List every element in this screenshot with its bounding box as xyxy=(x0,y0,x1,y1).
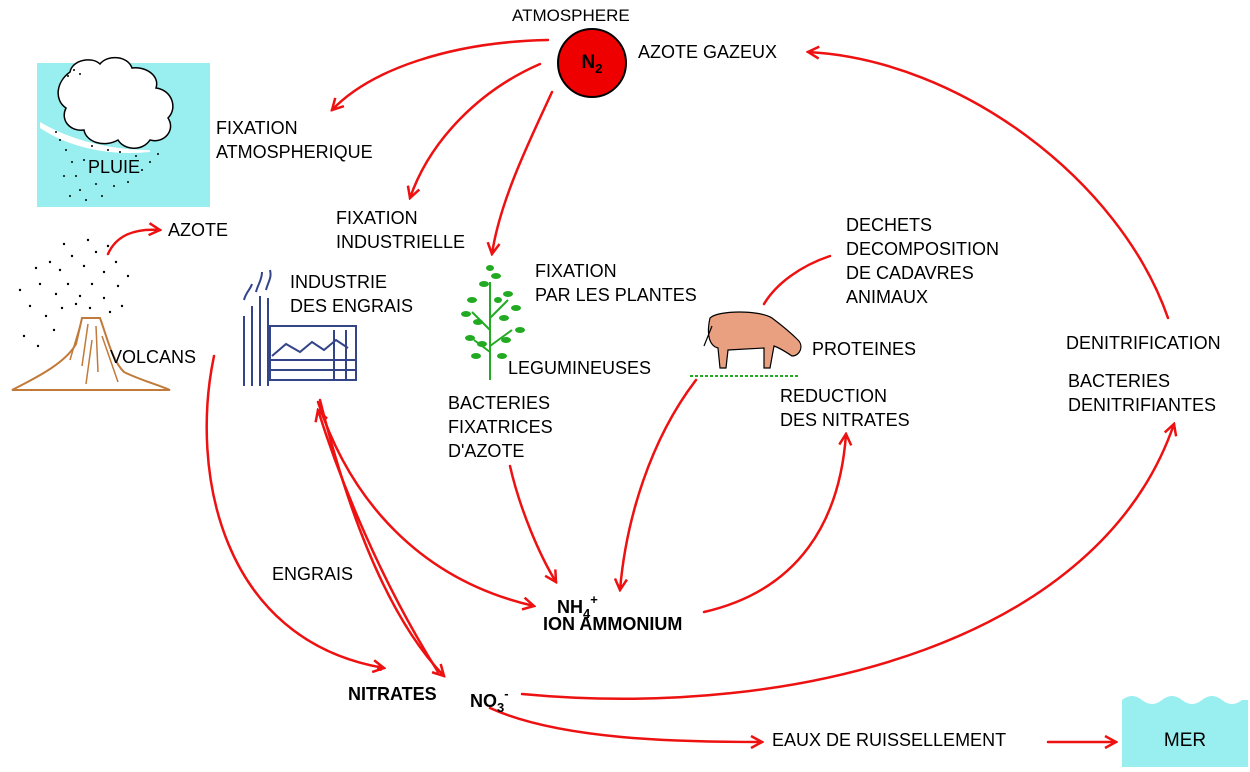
label-engrais: ENGRAIS xyxy=(272,564,354,584)
cow-illustration xyxy=(690,311,802,377)
label-eaux-ruissellement: EAUX DE RUISSELLEMENT xyxy=(772,730,1007,750)
label-atmosphere: ATMOSPHERE xyxy=(512,6,630,25)
label-ion-ammonium: ION AMMONIUM xyxy=(543,614,683,634)
label-line: D'AZOTE xyxy=(448,441,525,461)
label-no3: NO3- xyxy=(470,682,509,720)
n2-base: N xyxy=(581,52,596,73)
label-bacteries-denitrifiantes: BACTERIES DENITRIFIANTES xyxy=(1068,369,1216,417)
label-fixation-industrielle: FIXATION INDUSTRIELLE xyxy=(336,206,465,254)
no3-base: NO xyxy=(470,691,497,711)
label-line: ATMOSPHERIQUE xyxy=(216,142,373,162)
arrow-bacteries-to-nh4 xyxy=(508,464,556,582)
nh4-sup: + xyxy=(590,592,598,607)
label-line: BACTERIES xyxy=(448,393,551,413)
label-nh4: NH4+ xyxy=(557,588,598,626)
label-line: DES ENGRAIS xyxy=(290,296,414,316)
arrow-n2-to-fixation-atmospherique xyxy=(332,38,550,110)
label-industrie-engrais: INDUSTRIE DES ENGRAIS xyxy=(290,270,413,318)
volcano-illustration xyxy=(11,238,171,391)
sea-illustration xyxy=(1122,696,1248,767)
nh4-sub: 4 xyxy=(583,606,591,621)
label-line: REDUCTION xyxy=(780,386,887,406)
label-line: ANIMAUX xyxy=(846,287,929,307)
n2-circle: N2 xyxy=(557,28,627,98)
arrow-volcano-to-nitrates xyxy=(205,354,384,668)
label-legumineuses: LEGUMINEUSES xyxy=(508,358,652,378)
label-line: FIXATION xyxy=(535,261,617,281)
label-line: FIXATION xyxy=(216,118,298,138)
label-pluie: PLUIE xyxy=(88,157,141,177)
no3-sup: - xyxy=(504,686,509,701)
arrow-n2-to-fixation-industrielle xyxy=(410,62,542,198)
arrow-n2-to-plants xyxy=(492,90,554,254)
arrows xyxy=(106,38,1174,742)
label-fixation-atmospherique: FIXATION ATMOSPHERIQUE xyxy=(216,116,373,164)
label-line: FIXATRICES xyxy=(448,417,553,437)
nh4-base: NH xyxy=(557,597,583,617)
label-nitrates: NITRATES xyxy=(348,684,437,704)
label-line: PAR LES PLANTES xyxy=(535,285,697,305)
arrow-factory-to-nh4 xyxy=(316,400,534,606)
arrow-cow-to-nh4 xyxy=(620,378,698,590)
label-fixation-plantes: FIXATION PAR LES PLANTES xyxy=(535,259,697,307)
plant-illustration xyxy=(461,265,525,380)
arrow-denitrification-to-n2 xyxy=(808,52,1170,320)
label-proteines: PROTEINES xyxy=(812,339,917,359)
arrow-nh4-to-reduction xyxy=(702,434,846,614)
arrow-no3-to-eaux xyxy=(488,706,762,742)
label-azote: AZOTE xyxy=(168,220,229,240)
label-line: INDUSTRIELLE xyxy=(336,232,466,252)
factory-illustration xyxy=(243,269,357,386)
rain-cloud-illustration xyxy=(37,56,210,207)
label-dechets: DECHETS DECOMPOSITION DE CADAVRES ANIMAU… xyxy=(846,213,999,309)
arrow-dechets-to-cow xyxy=(762,254,832,306)
label-line: DES NITRATES xyxy=(780,410,910,430)
label-azote-gazeux: AZOTE GAZEUX xyxy=(638,42,778,62)
label-line: FIXATION xyxy=(336,208,418,228)
label-volcans: VOLCANS xyxy=(110,347,197,367)
label-denitrification: DENITRIFICATION xyxy=(1066,333,1221,353)
label-line: DECOMPOSITION xyxy=(846,239,1000,259)
n2-sub: 2 xyxy=(595,61,603,76)
arrow-no3-to-denitrification xyxy=(520,424,1174,700)
label-line: DE CADAVRES xyxy=(846,263,974,283)
no3-sub: 3 xyxy=(497,700,505,715)
arrow-volcano-to-azote xyxy=(106,230,160,256)
arrow-nitrates-to-factory xyxy=(318,410,440,674)
label-reduction: REDUCTION DES NITRATES xyxy=(780,384,910,432)
nitrates-dot xyxy=(377,665,383,671)
label-line: BACTERIES xyxy=(1068,371,1171,391)
label-line: DECHETS xyxy=(846,215,933,235)
label-bacteries-fixatrices: BACTERIES FIXATRICES D'AZOTE xyxy=(448,391,553,463)
label-line: INDUSTRIE xyxy=(290,272,388,292)
label-mer: MER xyxy=(1163,730,1207,751)
arrow-factory-to-nitrates xyxy=(318,398,444,676)
label-line: DENITRIFIANTES xyxy=(1068,395,1217,415)
